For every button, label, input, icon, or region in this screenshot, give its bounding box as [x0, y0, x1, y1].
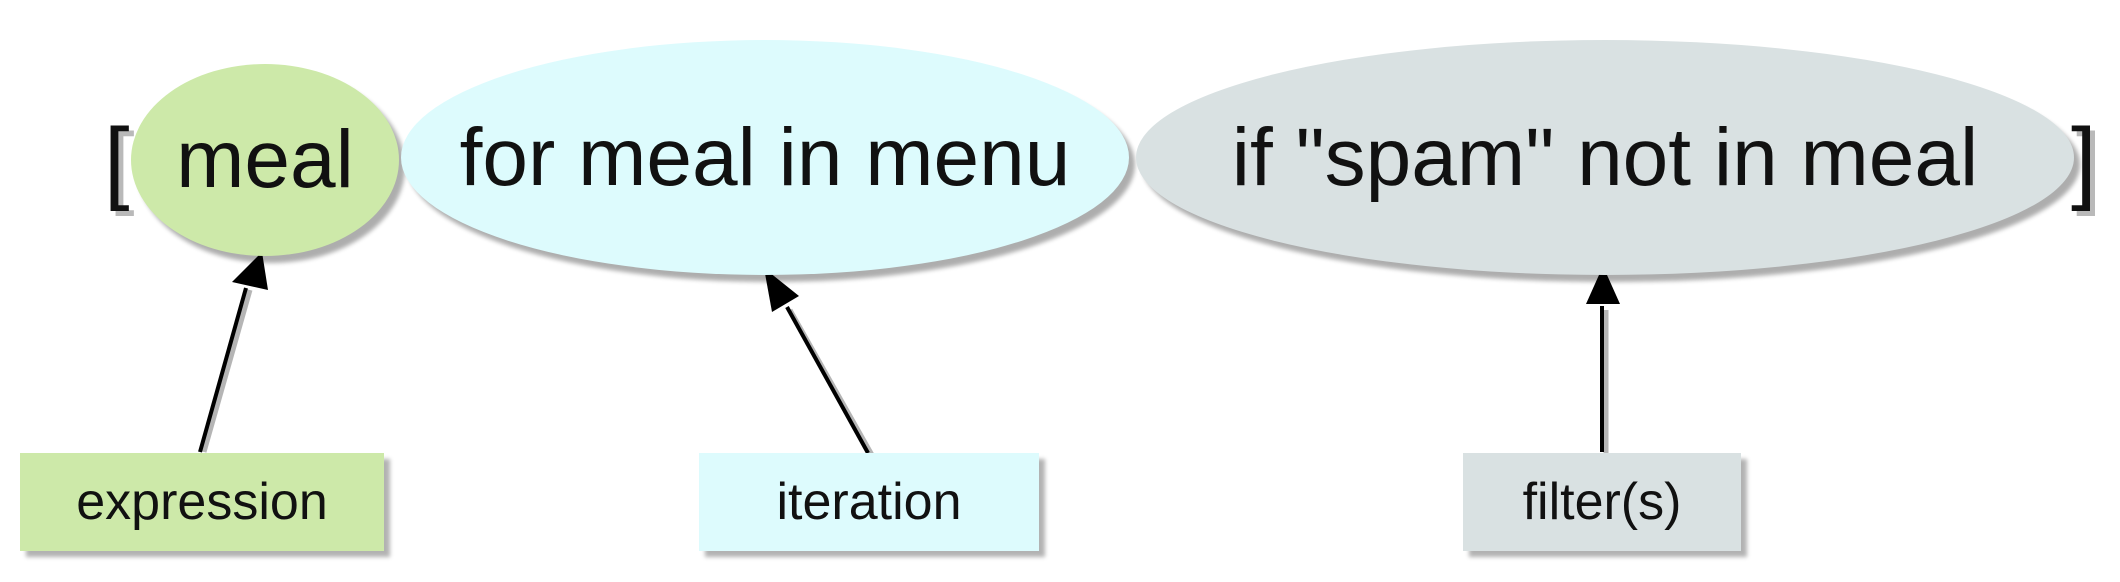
iteration-label: iteration — [776, 473, 962, 531]
iteration-arrow — [764, 268, 875, 457]
iteration-oval: for meal in menu — [401, 40, 1129, 275]
filter-label: filter(s) — [1522, 473, 1682, 531]
expression-arrow — [198, 252, 268, 453]
filter-oval: if "spam" not in meal — [1136, 40, 2074, 275]
close-bracket: ] — [2071, 110, 2097, 212]
open-bracket-shadow: [ — [109, 115, 135, 217]
expression-label: expression — [76, 473, 328, 531]
filter-code: if "spam" not in meal — [1231, 111, 1979, 203]
expression-code: meal — [176, 114, 354, 205]
expression-label-box: expression — [20, 453, 384, 551]
close-bracket-shadow: ] — [2076, 115, 2102, 217]
expression-oval: meal — [131, 64, 399, 256]
iteration-code: for meal in menu — [459, 111, 1071, 203]
filter-arrow — [1586, 266, 1620, 453]
filter-label-box: filter(s) — [1463, 453, 1741, 551]
iteration-label-box: iteration — [699, 453, 1039, 551]
open-bracket: [ — [104, 110, 130, 212]
